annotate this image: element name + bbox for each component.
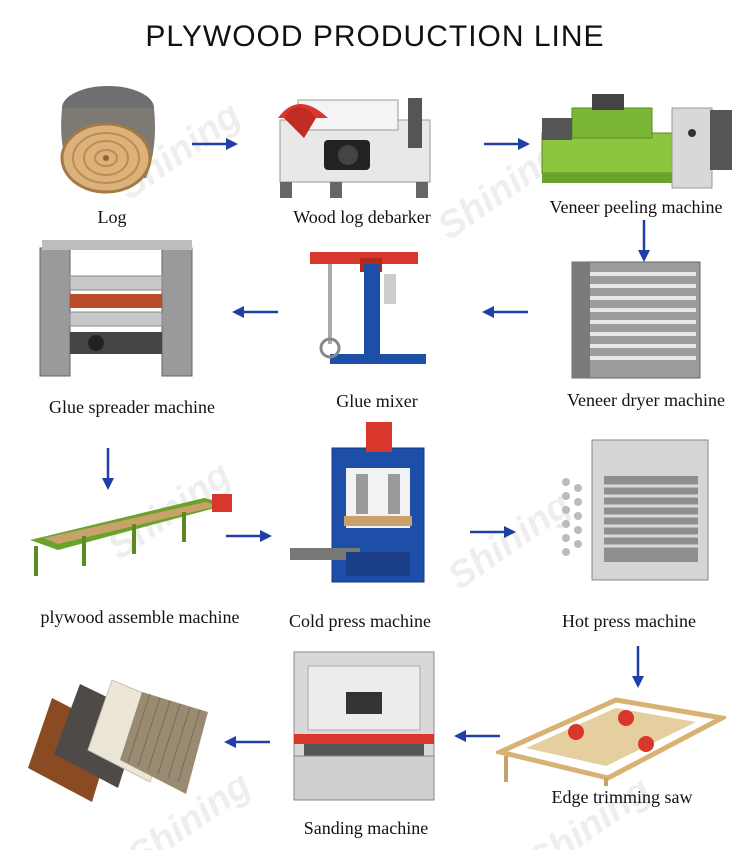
step-label-edge-trimming: Edge trimming saw xyxy=(552,787,693,808)
step-label-assemble: plywood assemble machine xyxy=(41,607,240,628)
arrow-right-icon xyxy=(482,136,532,152)
cold-press-image xyxy=(286,418,436,584)
plywood-boards-image xyxy=(24,676,214,806)
sanding-machine-image xyxy=(284,646,444,806)
arrow-right-icon xyxy=(224,528,274,544)
arrow-right-icon xyxy=(190,136,240,152)
step-label-peeling: Veneer peeling machine xyxy=(550,197,723,218)
diagram-title: PLYWOOD PRODUCTION LINE xyxy=(0,20,750,54)
arrow-right-icon xyxy=(468,524,518,540)
step-label-hot-press: Hot press machine xyxy=(562,611,696,632)
log-image xyxy=(50,78,160,198)
step-label-cold-press: Cold press machine xyxy=(289,611,431,632)
glue-spreader-image xyxy=(32,236,202,384)
hot-press-image xyxy=(552,436,712,586)
veneer-dryer-image xyxy=(566,256,706,384)
arrow-left-icon xyxy=(230,304,280,320)
arrow-left-icon xyxy=(222,734,272,750)
step-label-veneer-dryer: Veneer dryer machine xyxy=(567,390,725,411)
debarker-image xyxy=(268,80,446,202)
step-label-debarker: Wood log debarker xyxy=(293,207,431,228)
step-label-log: Log xyxy=(98,207,127,228)
arrow-down-icon xyxy=(100,446,116,492)
arrow-left-icon xyxy=(452,728,502,744)
glue-mixer-image xyxy=(300,244,430,372)
step-label-glue-mixer: Glue mixer xyxy=(336,391,417,412)
peeling-machine-image xyxy=(532,88,740,198)
step-label-glue-spreader: Glue spreader machine xyxy=(49,397,215,418)
assemble-machine-image xyxy=(24,490,234,580)
edge-trimming-saw-image xyxy=(496,678,726,788)
arrow-left-icon xyxy=(480,304,530,320)
step-label-sanding: Sanding machine xyxy=(304,818,428,839)
